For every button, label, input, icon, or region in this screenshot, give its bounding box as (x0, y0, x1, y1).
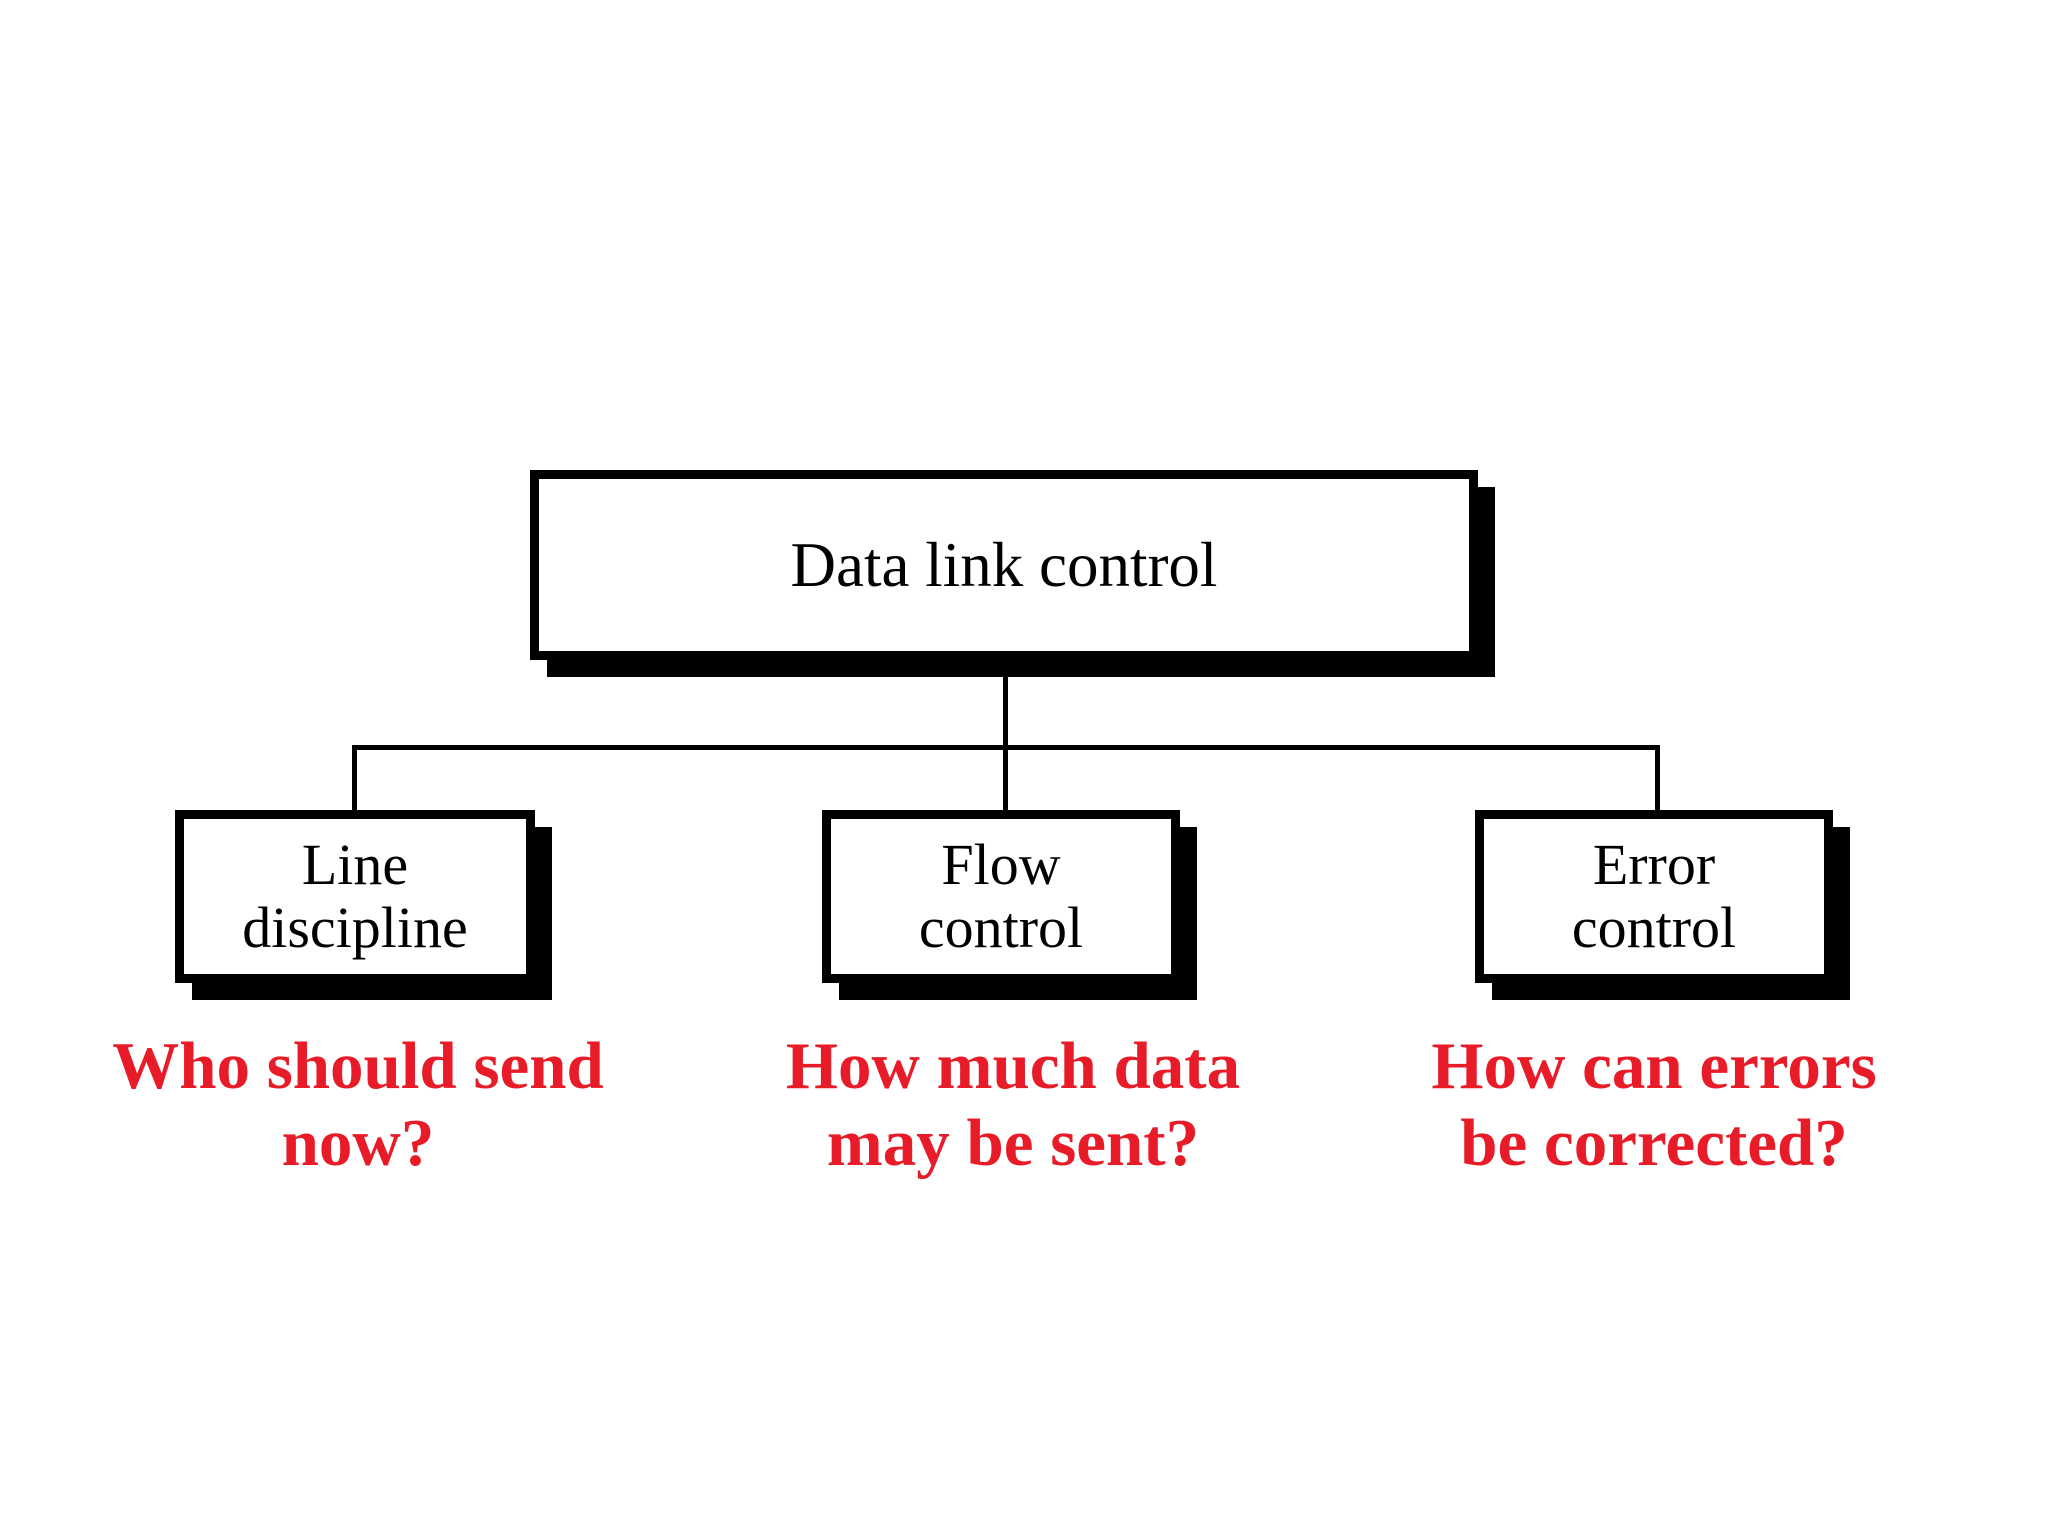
question-error-control-line2: be corrected? (1460, 1106, 1848, 1181)
connector-drop-line-discipline (352, 745, 357, 814)
node-flow-control-label-line2: control (918, 894, 1084, 960)
node-data-link-control-label: Data link control (790, 529, 1218, 600)
connector-horizontal-bus (352, 745, 1660, 750)
connector-drop-error-control (1655, 745, 1660, 814)
node-data-link-control: Data link control (530, 470, 1478, 660)
question-flow-control-line1: How much data (785, 1029, 1241, 1103)
node-line-discipline-label-line1: Line (301, 831, 409, 897)
node-error-control-label-line2: control (1571, 894, 1737, 960)
node-line-discipline-label-line2: discipline (242, 894, 468, 960)
node-error-control: Error control (1475, 810, 1833, 983)
node-error-control-label-line1: Error (1592, 831, 1716, 897)
question-flow-control-line2: may be sent? (826, 1106, 1200, 1181)
question-line-discipline: Who should send now? (28, 1028, 688, 1182)
question-line-discipline-line2: now? (281, 1106, 435, 1181)
node-flow-control: Flow control (822, 810, 1180, 983)
question-line-discipline-line1: Who should send (112, 1029, 604, 1103)
node-line-discipline: Line discipline (175, 810, 535, 983)
node-flow-control-label-line1: Flow (941, 831, 1061, 897)
question-error-control: How can errors be corrected? (1324, 1028, 1984, 1182)
connector-root-stem (1003, 658, 1008, 814)
question-flow-control: How much data may be sent? (683, 1028, 1343, 1182)
question-error-control-line1: How can errors (1431, 1029, 1877, 1103)
